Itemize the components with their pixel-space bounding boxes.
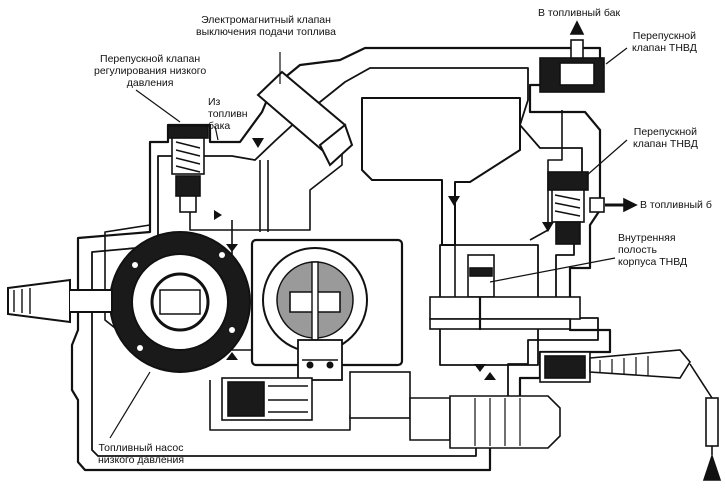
to-fuel-tank-right-label: В топливный б bbox=[640, 199, 712, 211]
solenoid-valve-label: Электромагнитный клапан выключения подач… bbox=[196, 14, 336, 38]
flow-arrows bbox=[214, 138, 554, 380]
low-pressure-pump bbox=[109, 231, 251, 373]
plunger-assembly bbox=[429, 254, 581, 330]
injection-line bbox=[539, 349, 722, 481]
shutoff-device bbox=[409, 395, 561, 449]
fuel-channel-bypass bbox=[529, 110, 563, 241]
bypass-valve-top-label: Перепускной клапан ТНВД bbox=[632, 30, 697, 54]
timer-piston bbox=[221, 371, 411, 421]
solenoid-valve bbox=[256, 70, 354, 167]
low-pressure-pump-label: Топливный насос низкого давления bbox=[98, 442, 185, 466]
to-fuel-tank-top-label: В топливный бак bbox=[538, 7, 621, 19]
low-pressure-regulator-valve bbox=[167, 125, 209, 213]
from-fuel-tank-label: Из топливн бака bbox=[208, 96, 248, 132]
leader-lines bbox=[109, 47, 628, 439]
inner-cavity-label: Внутренняя полость корпуса ТНВД bbox=[618, 232, 688, 268]
drive-shaft bbox=[7, 278, 113, 324]
pump-housing-outline bbox=[70, 46, 612, 472]
low-pressure-regulator-label: Перепускной клапан регулирования низкого… bbox=[94, 53, 207, 89]
bypass-valve-right bbox=[547, 171, 638, 245]
fuel-channel-upper bbox=[189, 150, 343, 231]
bypass-valve-right-label: Перепускной клапан ТНВД bbox=[633, 126, 698, 150]
inner-cavity-block bbox=[361, 97, 521, 246]
bypass-valve-top bbox=[539, 20, 605, 93]
distributor-rotor bbox=[262, 247, 368, 381]
